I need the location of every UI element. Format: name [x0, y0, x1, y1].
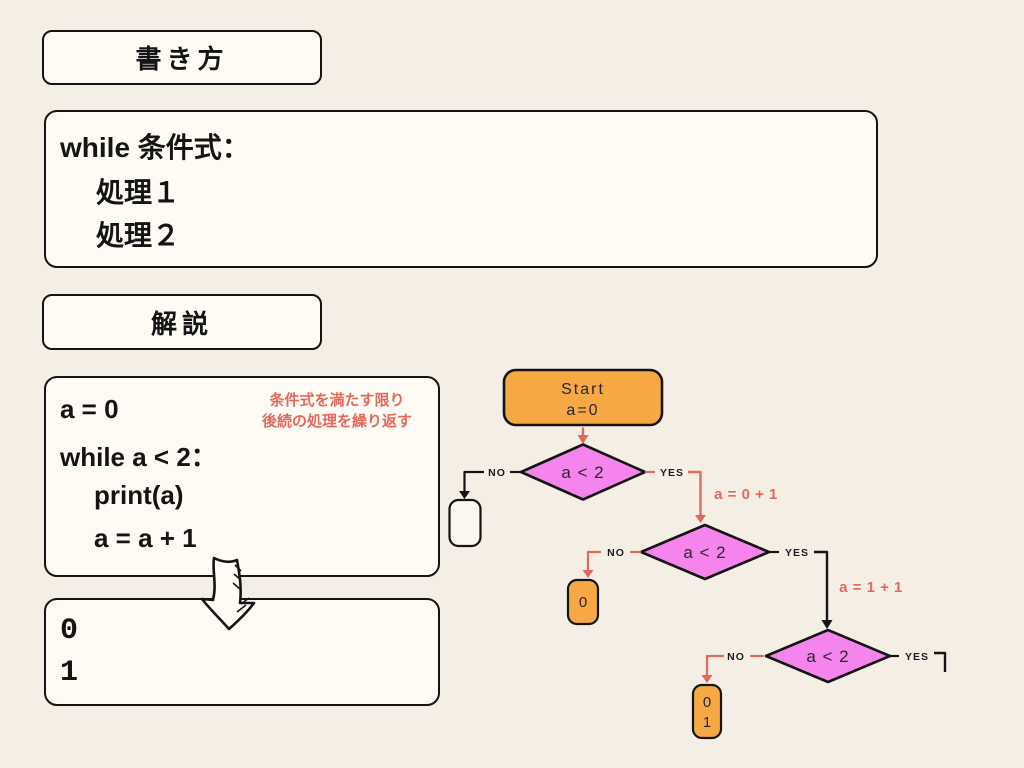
output-node-2: [691, 683, 723, 740]
decision-1-label: a < 2: [561, 463, 604, 482]
output-node-2-value-2: 1: [703, 714, 711, 731]
arrowhead-yes2: [821, 620, 833, 629]
arrowhead-no1: [459, 491, 470, 499]
decision-3-yes-label: YES: [905, 651, 929, 663]
hand-arrow-hatching: [232, 564, 250, 613]
decision-2-yes-label: YES: [785, 547, 809, 559]
arrowhead-start-to-decision1: [577, 435, 589, 444]
output-node-1: [566, 578, 600, 626]
decision-1-no-path: [463, 470, 484, 492]
decision-1: [519, 443, 647, 501]
loop-annotation-line-1: 条件式を満たす限り: [269, 392, 405, 409]
syntax-line-1: while 条件式：: [60, 132, 250, 163]
code-line-3: print(a): [94, 480, 184, 510]
decision-2-yes-path: [814, 550, 829, 621]
empty-output-node: [448, 498, 482, 548]
decision-1-yes-path: [688, 470, 702, 516]
decision-3-yes-stub: [934, 651, 947, 672]
syntax-line-2: 処理１: [96, 177, 181, 208]
decision-2-no-label: NO: [607, 547, 625, 559]
heading-explanation: 解説: [150, 308, 213, 339]
loop-annotation: 条件式を満たす限り 後続の処理を繰り返す: [242, 390, 432, 432]
syntax-line-3: 処理２: [96, 220, 181, 251]
hand-arrow-body: [200, 556, 256, 631]
output-node-2-value-1: 0: [703, 694, 711, 711]
decision-1-no-label: NO: [488, 467, 506, 479]
decision-3-no-path: [705, 654, 724, 676]
start-node: [502, 368, 664, 427]
heading-how-to-write-box: 書き方: [42, 30, 322, 85]
heading-explanation-box: 解説: [42, 294, 322, 350]
start-node-title: Start: [561, 381, 605, 398]
loop-annotation-line-2: 後続の処理を繰り返す: [261, 413, 412, 430]
heading-how-to-write: 書き方: [135, 44, 229, 74]
arrowhead-yes1: [695, 515, 706, 523]
decision-2-no-path: [586, 550, 601, 571]
output-line-1: 0: [60, 614, 79, 648]
output-node-1-value: 0: [579, 594, 587, 611]
decision-3-no-label: NO: [727, 651, 745, 663]
increment-annotation-2: a = 1 + 1: [839, 579, 903, 596]
decision-3-label: a < 2: [806, 647, 849, 666]
output-line-2: 1: [60, 656, 79, 690]
hand-drawn-down-arrow: [200, 556, 256, 631]
while-loop-flowchart: Start a=0 a < 2 NO YES a = 0 + 1 a < 2 N…: [448, 368, 947, 740]
code-line-1: a = 0: [60, 394, 119, 424]
arrowhead-no2: [582, 570, 594, 578]
decision-3: [764, 628, 892, 684]
decision-2: [639, 523, 771, 581]
start-node-init: a=0: [566, 402, 599, 419]
arrowhead-no3: [701, 675, 713, 683]
increment-annotation-1: a = 0 + 1: [714, 486, 778, 503]
decision-1-yes-label: YES: [660, 467, 684, 479]
decision-2-label: a < 2: [683, 543, 726, 562]
code-line-4: a = a + 1: [94, 523, 197, 553]
code-box: a = 0 while a < 2： print(a) a = a + 1 条件…: [44, 376, 440, 577]
code-line-2: while a < 2：: [60, 442, 217, 472]
syntax-box: while 条件式： 処理１ 処理２: [44, 110, 878, 268]
